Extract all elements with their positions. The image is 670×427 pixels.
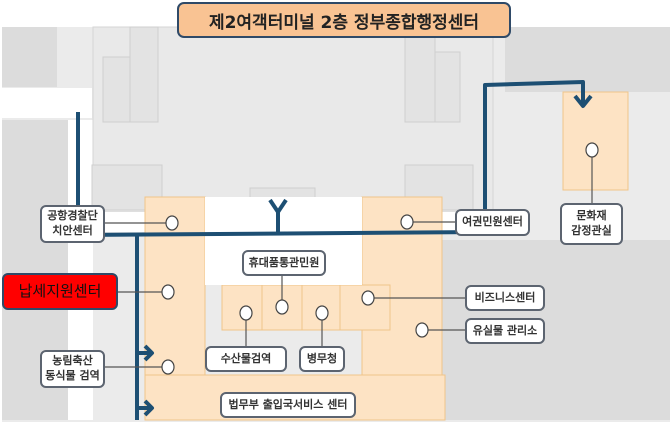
label-line: 문화재 (576, 209, 607, 223)
label-passport[interactable]: 여권민원센터 (455, 209, 530, 236)
label-line: 공항경찰단 (47, 209, 98, 223)
label-business[interactable]: 비즈니스센터 (465, 285, 545, 311)
label-tax-center[interactable]: 납세지원센터 (2, 273, 118, 310)
label-line: 감정관실 (571, 224, 612, 237)
label-fishery[interactable]: 수산물검역 (205, 346, 287, 372)
label-lost-found[interactable]: 유실물 관리소 (465, 318, 545, 344)
label-military[interactable]: 병무청 (299, 346, 345, 372)
label-line: 농림축산 (52, 354, 93, 368)
page-title: 제2여객터미널 2층 정부종합행정센터 (177, 2, 511, 38)
label-customs[interactable]: 휴대품통관민원 (242, 250, 326, 276)
label-immigration[interactable]: 법무부 출입국서비스 센터 (220, 392, 356, 418)
label-line: 치안센터 (52, 224, 93, 237)
label-line: 동식물 검역 (45, 369, 100, 382)
